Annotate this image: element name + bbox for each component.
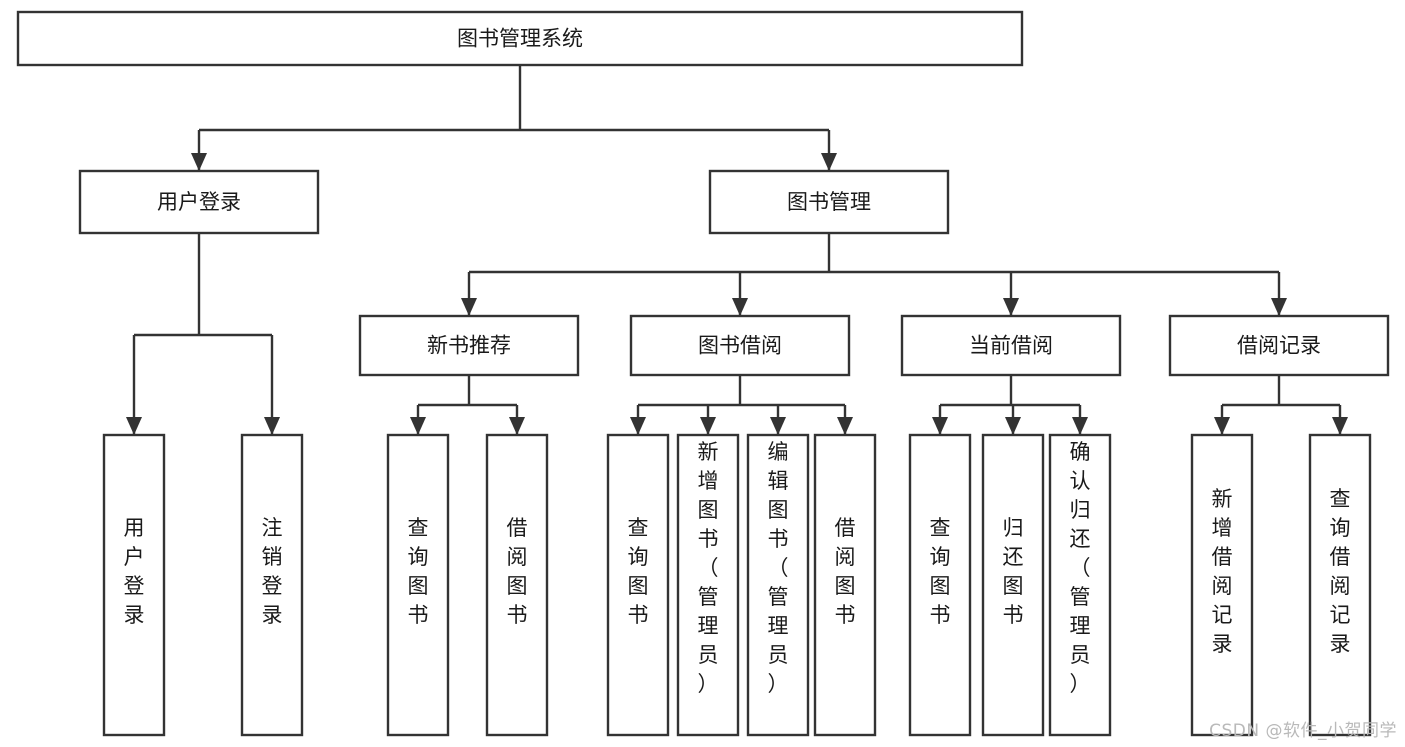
node-leaf-borrow-book[interactable]: 借阅图书 (813, 433, 877, 737)
node-new-book-recommend-label: 新书推荐 (427, 334, 511, 358)
node-leaf-query-book-rec-box[interactable] (386, 433, 450, 737)
node-leaf-query-book-current[interactable]: 查询图书 (908, 433, 972, 737)
node-book-borrow-label: 图书借阅 (698, 334, 782, 358)
node-leaf-return-book-box[interactable] (981, 433, 1045, 737)
node-book-borrow[interactable]: 图书借阅 (629, 314, 851, 377)
node-leaf-user-login-label: 用户登录 (124, 516, 145, 627)
node-user-login-label: 用户登录 (157, 190, 241, 214)
node-current-borrow-box[interactable] (900, 314, 1122, 377)
node-book-management[interactable]: 图书管理 (708, 169, 950, 235)
node-leaf-borrow-book-rec[interactable]: 借阅图书 (485, 433, 549, 737)
node-leaf-return-book[interactable]: 归还图书 (981, 433, 1045, 737)
node-book-management-label: 图书管理 (787, 190, 871, 214)
node-leaf-edit-book-admin-label: 编辑图书（管理员） (768, 440, 789, 696)
node-leaf-user-login[interactable]: 用户登录 (102, 433, 166, 737)
node-leaf-query-borrow-record-box[interactable] (1308, 433, 1372, 737)
node-leaf-edit-book-admin[interactable]: 编辑图书（管理员） (746, 433, 810, 737)
node-leaf-logout[interactable]: 注销登录 (240, 433, 304, 737)
node-leaf-query-borrow-record-label: 查询借阅记录 (1330, 487, 1351, 656)
node-leaf-confirm-return-admin-label: 确认归还（管理员） (1070, 440, 1091, 696)
node-leaf-query-book-current-label: 查询图书 (930, 516, 951, 627)
node-leaf-edit-book-admin-box[interactable] (746, 433, 810, 737)
node-leaf-user-login-box[interactable] (102, 433, 166, 737)
node-user-login-box[interactable] (78, 169, 320, 235)
node-leaf-add-book-admin[interactable]: 新增图书（管理员） (676, 433, 740, 737)
node-leaf-query-book-borrow-box[interactable] (606, 433, 670, 737)
node-borrow-record[interactable]: 借阅记录 (1168, 314, 1390, 377)
node-new-book-recommend-box[interactable] (358, 314, 580, 377)
node-leaf-borrow-book-box[interactable] (813, 433, 877, 737)
node-leaf-logout-label: 注销登录 (262, 516, 283, 627)
node-leaf-query-book-rec-label: 查询图书 (408, 516, 429, 627)
node-leaf-query-book-rec[interactable]: 查询图书 (386, 433, 450, 737)
node-user-login[interactable]: 用户登录 (78, 169, 320, 235)
node-book-management-box[interactable] (708, 169, 950, 235)
node-leaf-add-borrow-record-box[interactable] (1190, 433, 1254, 737)
node-leaf-add-book-admin-box[interactable] (676, 433, 740, 737)
node-root-label: 图书管理系统 (457, 27, 583, 51)
node-leaf-borrow-book-rec-box[interactable] (485, 433, 549, 737)
node-leaf-query-book-borrow[interactable]: 查询图书 (606, 433, 670, 737)
node-leaf-add-borrow-record-label: 新增借阅记录 (1212, 487, 1233, 656)
node-root[interactable]: 图书管理系统 (16, 10, 1024, 67)
node-borrow-record-box[interactable] (1168, 314, 1390, 377)
node-leaf-query-book-borrow-label: 查询图书 (628, 516, 649, 627)
node-leaf-borrow-book-rec-label: 借阅图书 (507, 516, 528, 627)
node-current-borrow[interactable]: 当前借阅 (900, 314, 1122, 377)
node-leaf-confirm-return-admin[interactable]: 确认归还（管理员） (1048, 433, 1112, 737)
node-book-borrow-box[interactable] (629, 314, 851, 377)
node-leaf-add-book-admin-label: 新增图书（管理员） (698, 440, 719, 696)
node-new-book-recommend[interactable]: 新书推荐 (358, 314, 580, 377)
node-leaf-query-borrow-record[interactable]: 查询借阅记录 (1308, 433, 1372, 737)
node-borrow-record-label: 借阅记录 (1237, 334, 1321, 358)
node-leaf-query-book-current-box[interactable] (908, 433, 972, 737)
node-leaf-add-borrow-record[interactable]: 新增借阅记录 (1190, 433, 1254, 737)
node-leaf-borrow-book-label: 借阅图书 (835, 516, 856, 627)
node-root-box[interactable] (16, 10, 1024, 67)
node-leaf-return-book-label: 归还图书 (1003, 516, 1024, 627)
node-leaf-logout-box[interactable] (240, 433, 304, 737)
watermark-text: CSDN @软件_小贺同学 (1209, 721, 1397, 741)
node-leaf-confirm-return-admin-box[interactable] (1048, 433, 1112, 737)
node-current-borrow-label: 当前借阅 (969, 334, 1053, 358)
